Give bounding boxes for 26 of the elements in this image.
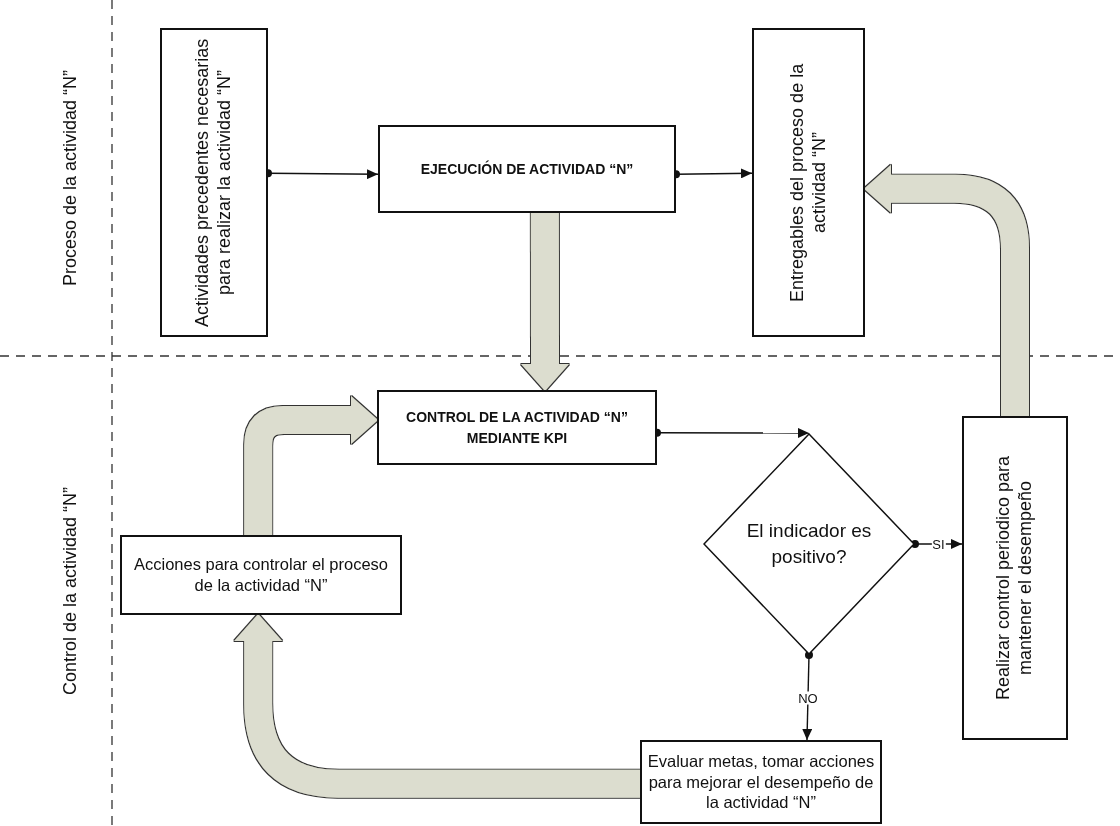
node-text: Actividades precedentes necesarias para realizar la actividad “N”	[192, 37, 235, 329]
node-text: Acciones para controlar el proceso de la actividad “N”	[132, 554, 390, 596]
block-arrow	[864, 164, 1029, 416]
block-arrow	[244, 396, 378, 535]
lane-label: Proceso de la actividad “N”	[58, 69, 81, 287]
process-box	[160, 28, 268, 337]
edge-label: NO	[797, 691, 819, 704]
node-text: CONTROL DE LA ACTIVIDAD “N” MEDIANTE KPI	[405, 408, 629, 448]
node-text: Realizar control periodico para mantener el desempeño	[993, 454, 1036, 703]
arrow	[802, 651, 813, 741]
lane-label: Control de la actividad “N”	[58, 486, 81, 696]
decision-diamond	[703, 433, 915, 655]
node-text: El indicador es positivo?	[745, 519, 873, 569]
process-box	[377, 390, 657, 465]
process-box	[640, 740, 882, 824]
block-arrow	[521, 213, 569, 391]
node-text: Entregables del proceso de la actividad “N”	[786, 62, 830, 304]
process-box	[120, 535, 402, 615]
block-arrow	[234, 614, 640, 798]
arrow	[911, 539, 963, 549]
process-box	[378, 125, 676, 213]
node-text: Evaluar metas, tomar acciones para mejorar el desempeño de la actividad “N”	[646, 751, 876, 813]
edge-label: SI	[931, 537, 946, 551]
node-text: EJECUCIÓN DE ACTIVIDAD “N”	[420, 159, 634, 179]
process-box	[752, 28, 865, 337]
process-box	[962, 416, 1068, 740]
